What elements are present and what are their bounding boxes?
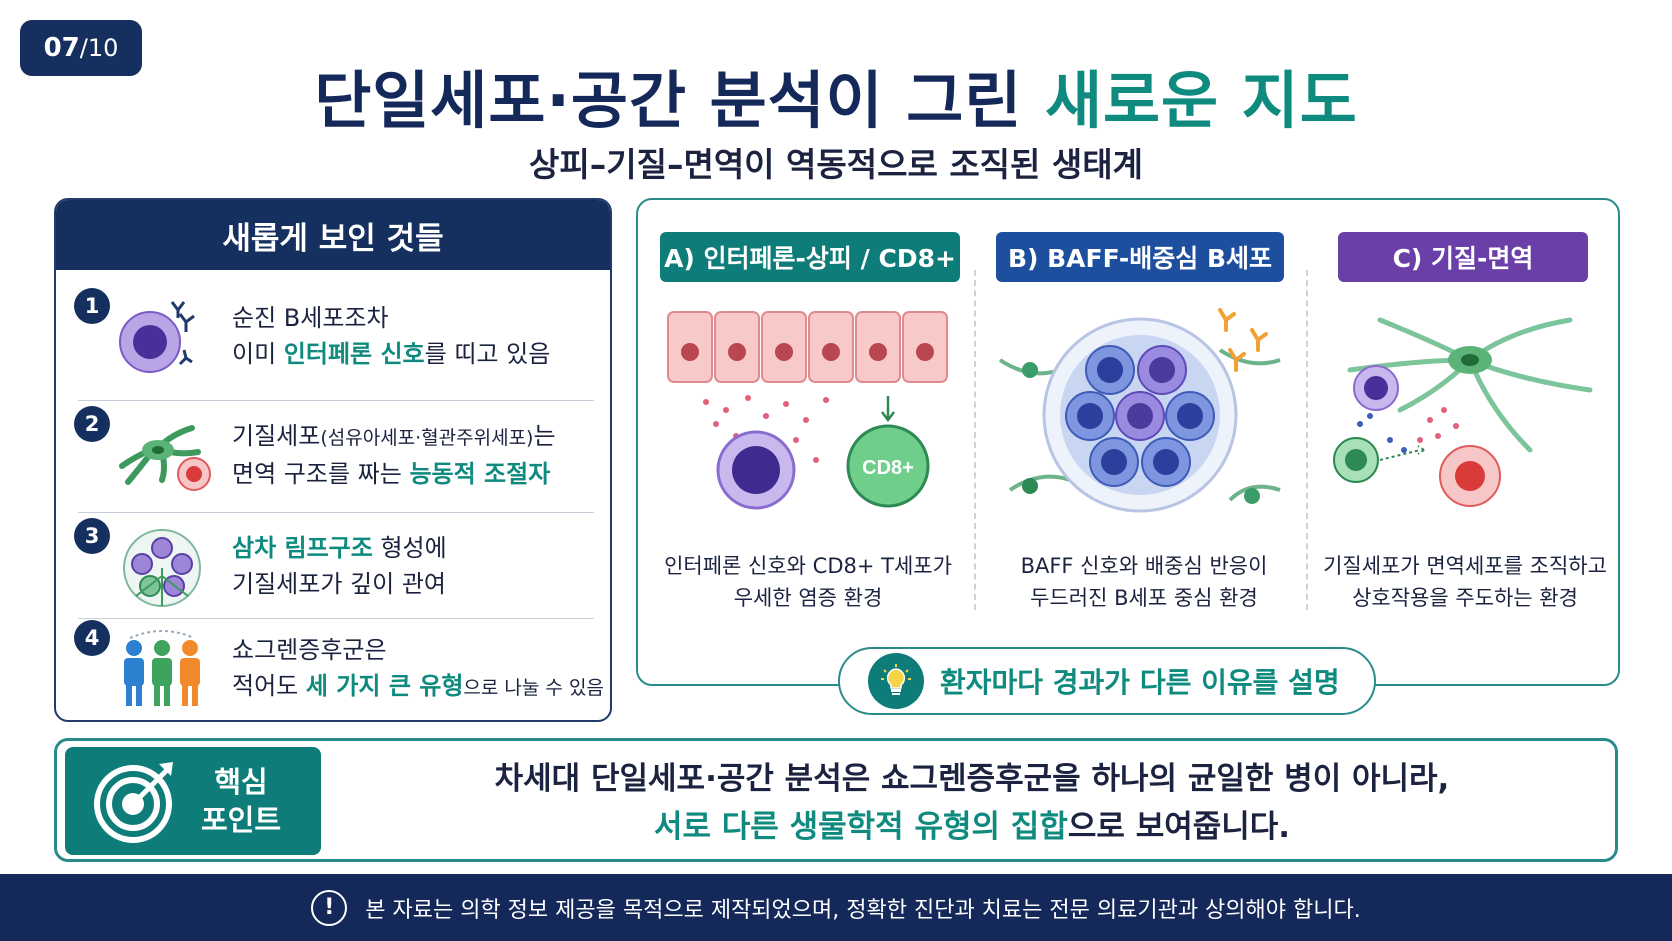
finding-2-line1-pre: 기질세포 [232,422,321,450]
finding-number: 1 [74,288,110,324]
finding-number: 2 [74,406,110,442]
bulb-icon [868,653,924,709]
finding-3-line2: 기질세포가 깊이 관여 [232,570,446,598]
key-point-text: 차세대 단일세포·공간 분석은 쇼그렌증후군을 하나의 균일한 병이 아니라, … [327,755,1617,851]
finding-1-line1: 순진 B세포조차 [232,304,389,332]
people-icon [124,630,200,706]
finding-4-line2-pre: 적어도 [232,672,306,700]
title-main: 단일세포·공간 분석이 그린 [314,64,1045,137]
subtype-caption-c: 기질세포가 면역세포를 조직하고 상호작용을 주도하는 환경 [1310,550,1620,614]
page-title: 단일세포·공간 분석이 그린 새로운 지도 [0,50,1672,140]
divider [78,512,594,513]
key-tag-line2: 포인트 [201,803,282,837]
disclaimer-footer: ! 본 자료는 의학 정보 제공을 목적으로 제작되었으며, 정확한 진단과 치… [0,874,1672,941]
finding-item-1: 1 순진 B세포조차 이미 인터페론 신호를 띠고 있음 [74,288,594,388]
page-total: /10 [79,34,119,62]
finding-2-highlight: 능동적 조절자 [409,460,551,488]
key-line2-post: 으로 보여줍니다. [1067,809,1291,845]
finding-2-line2: 면역 구조를 짜는 능동적 조절자 [232,456,556,492]
finding-3-line1-post: 형성에 [372,534,447,562]
finding-4-line1: 쇼그렌증후군은 [232,636,387,664]
finding-text-3: 삼차 림프구조 형성에 기질세포가 깊이 관여 [232,530,447,602]
page-subtitle: 상피–기질–면역이 역동적으로 조직된 생태계 [529,145,1143,184]
page-current: 07 [43,33,80,63]
finding-4-highlight: 세 가지 큰 유형 [305,672,464,700]
title-accent: 새로운 지도 [1044,64,1358,137]
subtype-c-caption-line2: 상호작용을 주도하는 환경 [1352,586,1578,610]
germinal-center-illustration [998,308,1281,513]
page-number-badge: 07/10 [20,20,142,76]
finding-2-line1-post: 는 [533,422,556,450]
subtype-a-caption-line2: 우세한 염증 환경 [733,586,883,610]
finding-item-3: 3 삼차 림프구조 형성에 기질세포가 깊이 관여 [74,518,594,618]
divider [78,400,594,401]
key-line1: 차세대 단일세포·공간 분석은 쇼그렌증후군을 하나의 균일한 병이 아니라, [494,761,1450,797]
finding-item-2: 2 기질세포(섬유아세포·혈관주위세포)는 면역 구조를 짜는 능동적 조절자 [74,406,594,506]
finding-2-line2-pre: 면역 구조를 짜는 [232,460,410,488]
key-point-box: 핵심 포인트 차세대 단일세포·공간 분석은 쇼그렌증후군을 하나의 균일한 병… [54,738,1618,862]
finding-1-line2-pre: 이미 [232,340,284,368]
column-separator [974,270,976,610]
subtypes-panel: A) 인터페론-상피 / CD8+ CD8+ 인터페론 신호와 CD8+ T세포… [636,198,1620,686]
stromal-cell-icon [119,425,211,491]
target-icon [94,762,173,843]
cd8-label: CD8+ [862,457,914,479]
finding-4-line2-post: 으로 나눌 수 있음 [463,677,604,699]
finding-2-line1: 기질세포(섬유아세포·혈관주위세포)는 [232,418,556,456]
explanation-text: 환자마다 경과가 다른 이유를 설명 [940,666,1340,699]
finding-3-highlight: 삼차 림프구조 [232,534,373,562]
finding-2-detail: (섬유아세포·혈관주위세포) [320,427,534,449]
subtype-c-caption-line1: 기질세포가 면역세포를 조직하고 [1323,554,1607,578]
subtype-caption-b: BAFF 신호와 배중심 반응이 두드러진 B세포 중심 환경 [984,550,1304,614]
findings-panel: 새롭게 보인 것들 1 순진 B세포조차 이미 인터페론 신호를 띠고 있음 2… [54,198,612,722]
subtype-tag-c: C) 기질-면역 [1338,232,1588,282]
finding-item-4: 4 쇼그렌증후군은 적어도 세 가지 큰 유형으로 나눌 수 있음 [74,620,604,720]
key-point-tag: 핵심 포인트 [65,747,321,855]
disclaimer-text: 본 자료는 의학 정보 제공을 목적으로 제작되었으며, 정확한 진단과 치료는… [365,897,1361,923]
finding-number: 4 [74,620,110,656]
subtype-b-caption-line2: 두드러진 B세포 중심 환경 [1030,586,1258,610]
finding-4-line2: 적어도 세 가지 큰 유형으로 나눌 수 있음 [232,668,604,706]
subtype-a-caption-line1: 인터페론 신호와 CD8+ T세포가 [664,554,952,578]
key-tag-line1: 핵심 [214,765,268,799]
epithelial-cells [667,311,948,383]
explanation-pill: 환자마다 경과가 다른 이유를 설명 [838,647,1376,715]
lymphoid-structure-icon [123,529,201,607]
key-line2: 서로 다른 생물학적 유형의 집합으로 보여줍니다. [327,803,1617,851]
finding-3-line1: 삼차 림프구조 형성에 [232,530,447,566]
b-cell-icon [119,301,195,373]
b-cells [1065,345,1215,487]
subtype-b-caption-line1: BAFF 신호와 배중심 반응이 [1020,554,1268,578]
findings-header: 새롭게 보인 것들 [56,200,610,270]
warning-icon: ! [311,889,348,926]
finding-text-2: 기질세포(섬유아세포·혈관주위세포)는 면역 구조를 짜는 능동적 조절자 [232,418,556,492]
subtype-caption-a: 인터페론 신호와 CD8+ T세포가 우세한 염증 환경 [648,550,968,614]
finding-1-line2-post: 를 띠고 있음 [424,340,551,368]
key-highlight: 서로 다른 생물학적 유형의 집합 [653,809,1068,845]
subtype-tag-b: B) BAFF-배중심 B세포 [996,232,1284,282]
finding-1-line2: 이미 인터페론 신호를 띠고 있음 [232,336,550,372]
finding-text-4: 쇼그렌증후군은 적어도 세 가지 큰 유형으로 나눌 수 있음 [232,632,604,706]
column-separator [1306,270,1308,610]
epithelium-illustration: CD8+ [667,311,948,510]
divider [78,618,594,619]
finding-text-1: 순진 B세포조차 이미 인터페론 신호를 띠고 있음 [232,300,550,372]
stromal-immune-illustration [1333,317,1593,507]
key-point-label: 핵심 포인트 [201,763,281,839]
finding-1-highlight: 인터페론 신호 [283,340,425,368]
subtype-tag-a: A) 인터페론-상피 / CD8+ [660,232,960,282]
finding-number: 3 [74,518,110,554]
